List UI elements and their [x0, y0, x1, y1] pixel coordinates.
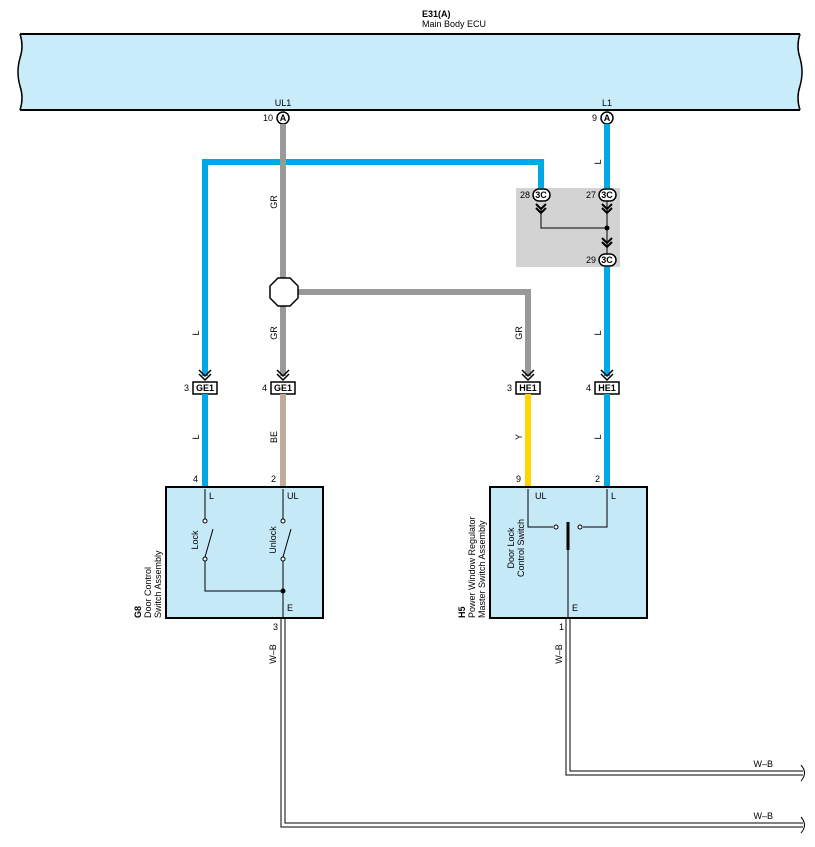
g8-code: G8 — [133, 606, 143, 618]
pin-ge1-3-label: 3 — [184, 383, 189, 393]
connector-he1-4: HE1 — [594, 381, 620, 395]
wire-label-l-g8: L — [191, 434, 201, 439]
ecu-code: E31(A) — [422, 9, 451, 19]
splice-point — [269, 277, 299, 307]
ecu-body — [17, 33, 803, 111]
svg-text:3C: 3C — [535, 190, 547, 200]
g8-lock-switch — [202, 489, 283, 592]
svg-text:A: A — [280, 113, 287, 123]
wire-label-l-top: L — [593, 159, 603, 164]
g8-name-line2: Switch Assembly — [153, 550, 163, 618]
connector-3c-29: 3C — [598, 237, 617, 267]
pin-29-label: 29 — [586, 255, 596, 265]
junction-internal-wire — [540, 210, 607, 229]
wire-label-wb-h5: W–B — [554, 644, 564, 664]
pin-28-label: 28 — [520, 190, 530, 200]
wire-label-gr-mid: GR — [269, 326, 279, 340]
pin-h5-2-label: 2 — [595, 474, 600, 484]
svg-text:A: A — [604, 113, 611, 123]
g8-switch-lock-label: Lock — [190, 530, 200, 550]
wire-label-y: Y — [514, 434, 524, 440]
h5-name-line1: Power Window Regulator — [467, 516, 477, 618]
arrow-he1-3 — [521, 369, 535, 382]
g8-term-ul: UL — [287, 491, 299, 501]
ground-end-g8 — [800, 816, 805, 834]
g8-switch-unlock-label: Unlock — [268, 526, 278, 554]
arrow-he1-4 — [600, 369, 614, 382]
h5-term-l: L — [611, 491, 616, 501]
wire-label-gr-top: GR — [269, 195, 279, 209]
connector-ge1-4: GE1 — [270, 381, 296, 395]
ecu-name: Main Body ECU — [422, 19, 486, 29]
ground-label-h5: W–B — [753, 759, 773, 769]
h5-term-e: E — [572, 603, 578, 613]
h5-switch-label-2: Control Switch — [516, 519, 526, 577]
svg-text:3C: 3C — [601, 190, 613, 200]
h5-term-ul: UL — [535, 491, 547, 501]
ground-end-h5 — [800, 764, 805, 782]
pin-ge1-4-label: 4 — [262, 383, 267, 393]
svg-text:GE1: GE1 — [196, 383, 214, 393]
ecu-connector-a-right: A — [600, 111, 614, 125]
wire-label-gr-right: GR — [514, 326, 524, 340]
g8-component-box — [165, 486, 324, 619]
pin-g8-4-label: 4 — [193, 474, 198, 484]
pin-h5-9-label: 9 — [516, 474, 521, 484]
pin-27-label: 27 — [586, 190, 596, 200]
arrow-ge1-4 — [276, 369, 290, 382]
ground-wire-g8 — [280, 618, 803, 828]
h5-name-line2: Master Switch Assembly — [477, 520, 487, 618]
ecu-pin-l1-label: L1 — [602, 98, 612, 108]
h5-door-lock-switch — [527, 489, 608, 618]
wire-gray-gr-branch — [297, 289, 531, 376]
connector-3c-28: 3C — [532, 188, 551, 215]
h5-code: H5 — [457, 606, 467, 618]
pin-g8-2-label: 2 — [271, 474, 276, 484]
wire-blue-l-ge1 — [202, 159, 544, 376]
ecu-pin-ul1-label: UL1 — [275, 98, 292, 108]
ecu-connector-a-left: A — [276, 111, 290, 125]
wire-label-l-right: L — [593, 330, 603, 335]
pin-he1-3-label: 3 — [507, 383, 512, 393]
svg-text:HE1: HE1 — [519, 383, 537, 393]
wire-label-be: BE — [269, 431, 279, 443]
pin-9-label: 9 — [592, 113, 597, 123]
g8-name-line1: Door Control — [143, 567, 153, 618]
svg-text:GE1: GE1 — [274, 383, 292, 393]
svg-text:3C: 3C — [601, 255, 613, 265]
svg-text:HE1: HE1 — [598, 383, 616, 393]
connector-he1-3: HE1 — [515, 381, 541, 395]
g8-term-e: E — [287, 603, 293, 613]
h5-switch-label-1: Door Lock — [506, 527, 516, 569]
g8-term-l: L — [209, 491, 214, 501]
wire-label-wb-g8: W–B — [268, 644, 278, 664]
ground-label-g8: W–B — [753, 811, 773, 821]
wire-label-l-h5: L — [593, 434, 603, 439]
pin-g8-3-label: 3 — [273, 622, 278, 632]
pin-h5-1-label: 1 — [559, 622, 564, 632]
pin-he1-4-label: 4 — [586, 383, 591, 393]
wire-label-l-left: L — [191, 330, 201, 335]
connector-ge1-3: GE1 — [192, 381, 218, 395]
arrow-ge1-3 — [198, 369, 212, 382]
pin-10-label: 10 — [263, 113, 273, 123]
ground-wire-h5 — [565, 618, 803, 776]
